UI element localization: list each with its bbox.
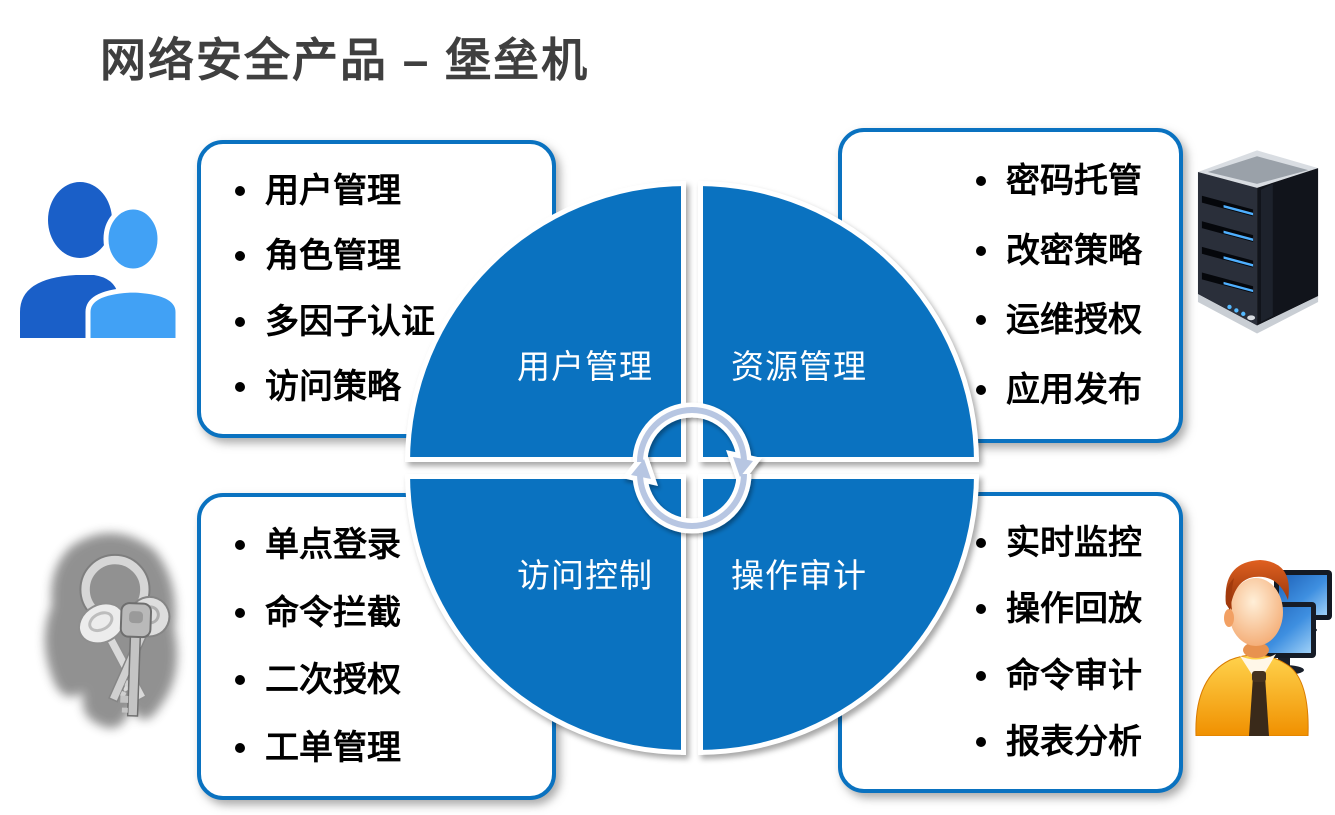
keys-icon bbox=[44, 533, 178, 729]
feature-item: 多因子认证 bbox=[227, 303, 546, 341]
feature-item: 工单管理 bbox=[227, 729, 546, 767]
feature-item: 访问策略 bbox=[227, 368, 546, 406]
feature-list: 实时监控 操作回放 命令审计 报表分析 bbox=[842, 496, 1179, 789]
server-icon bbox=[1197, 150, 1319, 334]
operator-with-monitors-icon bbox=[1195, 560, 1332, 736]
feature-item: 用户管理 bbox=[227, 172, 546, 210]
feature-item: 单点登录 bbox=[227, 526, 546, 564]
segment-label: 用户管理 bbox=[517, 348, 653, 385]
feature-item: 报表分析 bbox=[968, 723, 1173, 761]
feature-item: 应用发布 bbox=[968, 371, 1173, 409]
feature-item: 命令拦截 bbox=[227, 594, 546, 632]
feature-item: 二次授权 bbox=[227, 661, 546, 699]
segment-label: 操作审计 bbox=[731, 557, 867, 594]
sync-arrows-icon bbox=[622, 402, 762, 534]
feature-item: 命令审计 bbox=[968, 657, 1173, 695]
feature-item: 改密策略 bbox=[968, 232, 1173, 270]
segment-label: 资源管理 bbox=[731, 348, 867, 385]
feature-item: 角色管理 bbox=[227, 237, 546, 275]
users-icon bbox=[20, 182, 180, 338]
feature-list: 密码托管 改密策略 运维授权 应用发布 bbox=[842, 132, 1179, 439]
feature-list: 单点登录 命令拦截 二次授权 工单管理 bbox=[201, 497, 552, 796]
feature-item: 密码托管 bbox=[968, 162, 1173, 200]
page-title: 网络安全产品 – 堡垒机 bbox=[100, 34, 590, 86]
segment-label: 访问控制 bbox=[517, 557, 653, 594]
feature-item: 运维授权 bbox=[968, 301, 1173, 339]
feature-item: 实时监控 bbox=[968, 524, 1173, 562]
feature-list: 用户管理 角色管理 多因子认证 访问策略 bbox=[201, 144, 552, 434]
feature-item: 操作回放 bbox=[968, 590, 1173, 628]
quadrant-wheel: 用户管理 资源管理 访问控制 操作审计 bbox=[405, 181, 979, 755]
